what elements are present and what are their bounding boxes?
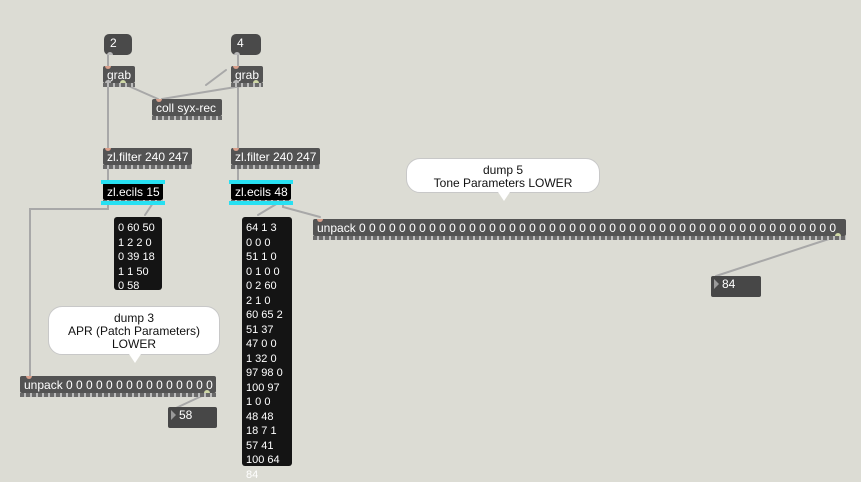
list-line: 1 2 2 0 [118, 236, 158, 251]
list-line: 0 39 18 [118, 250, 158, 265]
list-line: 51 1 0 [246, 250, 288, 265]
number-box-84-value: 84 [722, 277, 735, 291]
zl-filter-object-left[interactable]: zl.filter 240 247 [103, 148, 192, 165]
selection-highlight [101, 201, 165, 205]
zl-filter-object-left-label: zl.filter 240 247 [107, 150, 188, 164]
comment-line: LOWER [55, 338, 213, 351]
list-line: 1 32 0 [246, 352, 288, 367]
triangle-icon [714, 279, 719, 289]
list-line: 57 41 [246, 439, 288, 454]
outlet[interactable] [107, 52, 113, 55]
number-box-58-value: 58 [179, 408, 192, 422]
selection-highlight [101, 180, 165, 184]
zl-ecils-object-left[interactable]: zl.ecils 15 [103, 183, 163, 200]
zl-ecils-object-right-label: zl.ecils 48 [235, 185, 288, 199]
number-box-58[interactable]: 58 [168, 407, 217, 428]
list-line: 0 60 50 [118, 221, 158, 236]
list-line: 2 1 0 [246, 294, 288, 309]
zl-ecils-object-right[interactable]: zl.ecils 48 [231, 183, 291, 200]
outlet[interactable] [835, 233, 841, 236]
list-line: 0 58 [118, 279, 158, 294]
list-line: 1 0 0 [246, 395, 288, 410]
outlet[interactable] [234, 52, 240, 55]
outlet[interactable] [233, 80, 239, 83]
outlet[interactable] [253, 80, 259, 83]
message-box-2-label: 2 [110, 36, 117, 50]
unpack-object-right[interactable]: unpack 0 0 0 0 0 0 0 0 0 0 0 0 0 0 0 0 0… [313, 219, 846, 236]
comment-tail [498, 192, 510, 201]
number-box-84[interactable]: 84 [711, 276, 761, 297]
message-box-4-label: 4 [237, 36, 244, 50]
unpack-object-left-label: unpack 0 0 0 0 0 0 0 0 0 0 0 0 0 0 0 [24, 378, 213, 392]
list-line: 97 98 0 [246, 366, 288, 381]
grab-object-right[interactable]: grab [231, 66, 263, 83]
list-line: 100 97 [246, 381, 288, 396]
unpack-object-right-label: unpack 0 0 0 0 0 0 0 0 0 0 0 0 0 0 0 0 0… [317, 221, 836, 235]
list-line: 51 37 [246, 323, 288, 338]
list-line: 84 [246, 468, 288, 482]
triangle-icon [171, 410, 176, 420]
selection-highlight [229, 201, 293, 205]
message-box-4[interactable]: 4 [231, 34, 261, 55]
list-line: 48 48 [246, 410, 288, 425]
list-line: 64 1 3 [246, 221, 288, 236]
list-line: 1 1 50 [118, 265, 158, 280]
list-line: 18 7 1 [246, 424, 288, 439]
grab-object-left[interactable]: grab [103, 66, 135, 83]
list-line: 60 65 2 [246, 308, 288, 323]
list-line: 0 1 0 0 [246, 265, 288, 280]
zl-ecils-object-left-label: zl.ecils 15 [107, 185, 160, 199]
zl-filter-object-right-label: zl.filter 240 247 [235, 150, 316, 164]
unpack-object-left[interactable]: unpack 0 0 0 0 0 0 0 0 0 0 0 0 0 0 0 [20, 376, 216, 393]
outlet[interactable] [120, 80, 126, 83]
list-line: 100 64 [246, 453, 288, 468]
message-box-2[interactable]: 2 [104, 34, 132, 55]
coll-object-label: coll syx-rec [156, 101, 216, 115]
coll-object[interactable]: coll syx-rec [152, 99, 222, 116]
selection-highlight [229, 180, 293, 184]
list-line: 0 0 0 [246, 236, 288, 251]
grab-object-left-label: grab [107, 68, 131, 82]
comment-line: Tone Parameters LOWER [413, 177, 593, 190]
list-line: 47 0 0 [246, 337, 288, 352]
zl-filter-object-right[interactable]: zl.filter 240 247 [231, 148, 320, 165]
outlet[interactable] [105, 80, 111, 83]
list-line: 0 2 60 [246, 279, 288, 294]
comment-tail [129, 354, 141, 363]
outlet[interactable] [204, 390, 210, 393]
